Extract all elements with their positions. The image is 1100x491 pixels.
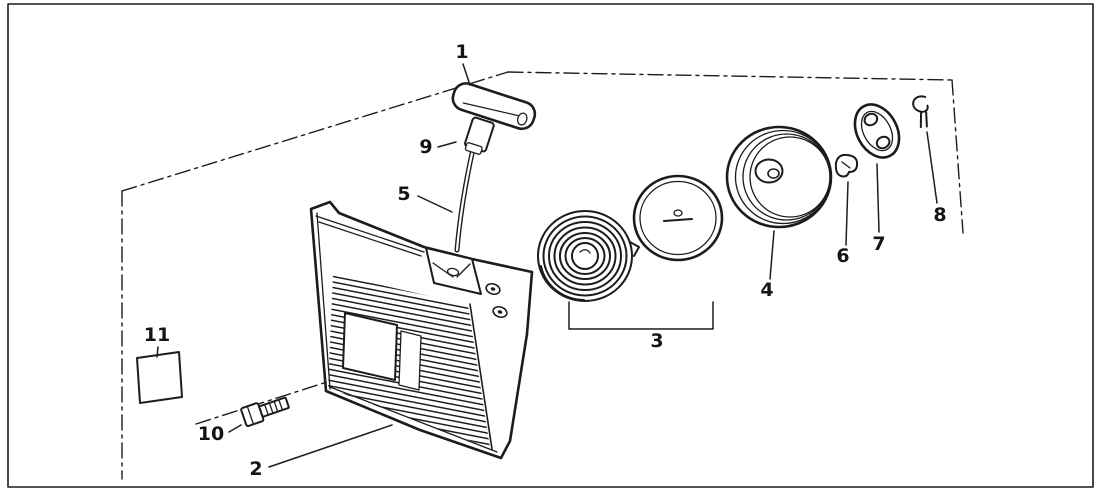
diagram-border [7, 3, 1094, 488]
retainer-clip [912, 95, 929, 129]
bolt-head [240, 402, 265, 427]
bolt-axis-centerline [195, 380, 331, 425]
callout-label-2: 2 [249, 458, 262, 480]
callout-label-8: 8 [933, 204, 946, 226]
callout-label-10: 10 [198, 423, 224, 445]
callout-label-11: 11 [144, 324, 170, 346]
callout-leader-lines [156, 63, 938, 468]
friction-plate [853, 103, 901, 159]
rewind-spring [537, 210, 640, 302]
rope-reel [725, 125, 833, 229]
starter-grip [451, 82, 537, 155]
starter-pawl [834, 153, 859, 178]
phantom-boundary-lines [121, 71, 964, 480]
mounting-bolt [240, 396, 290, 427]
callout-label-5: 5 [397, 183, 410, 205]
screw-bosses [485, 282, 508, 319]
name-plate-decal [136, 351, 183, 404]
callout-label-9: 9 [419, 136, 432, 158]
grip-end-hole [516, 112, 528, 126]
spring-cover-plate [632, 174, 724, 262]
starter-rope [454, 146, 476, 253]
callout-label-7: 7 [872, 233, 885, 255]
rope-guide-funnel [425, 247, 482, 295]
starter-fan-housing [309, 200, 534, 460]
callout-label-3: 3 [650, 330, 663, 352]
callout-label-6: 6 [836, 245, 849, 267]
callout-label-4: 4 [760, 279, 773, 301]
callout-numbers: 1 2 3 4 5 6 7 8 9 10 11 [144, 41, 947, 480]
spring-outer-hook [629, 241, 640, 257]
housing-window [342, 312, 398, 381]
callout-label-1: 1 [455, 41, 468, 63]
housing-window-small [398, 330, 422, 391]
